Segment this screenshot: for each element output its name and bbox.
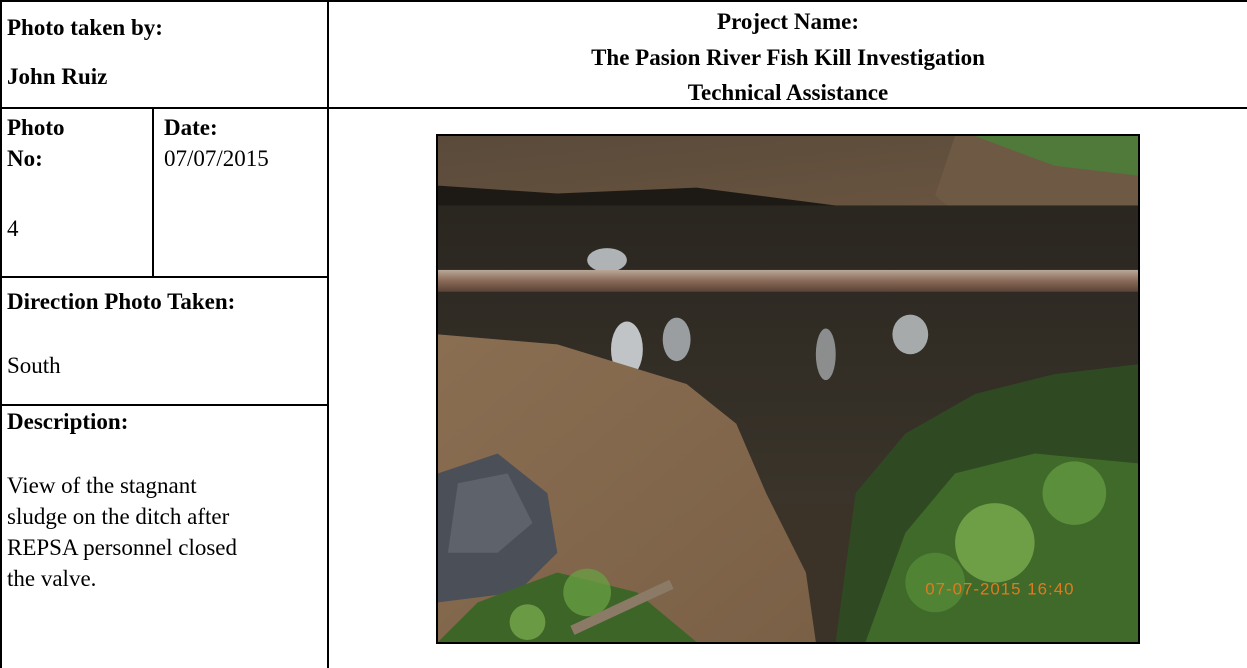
date-value: 07/07/2015 [164,146,269,171]
photo-taken-by-label: Photo taken by: [7,15,163,40]
photo-timestamp: 07-07-2015 16:40 [925,579,1074,598]
photo-no-label-line2: No: [7,146,43,171]
description-line-1: View of the stagnant [7,473,197,498]
date-label: Date: [164,115,218,140]
direction-label: Direction Photo Taken: [7,289,236,314]
description-line-2: sludge on the ditch after [7,504,230,529]
description-line-3: REPSA personnel closed [7,535,237,560]
photographer-name: John Ruiz [7,64,108,89]
description-line-4: the valve. [7,566,97,591]
photo-no-date-divider [152,107,154,278]
header-divider [0,107,1247,109]
description-label: Description: [7,409,129,434]
table-border-top [0,0,1247,2]
project-subtitle: Technical Assistance [687,80,889,105]
project-name-label: Project Name: [717,9,859,34]
photo-no-value: 4 [7,216,19,241]
info-row-divider [0,276,328,278]
column-divider [327,0,329,668]
photo-no-label-line1: Photo [7,115,65,140]
site-photo-illustration: 07-07-2015 16:40 [438,136,1138,642]
direction-value: South [7,353,61,378]
table-border-left [0,0,2,668]
direction-row-divider [0,404,328,406]
project-title: The Pasion River Fish Kill Investigation [591,45,985,70]
site-photo: 07-07-2015 16:40 [436,134,1140,644]
